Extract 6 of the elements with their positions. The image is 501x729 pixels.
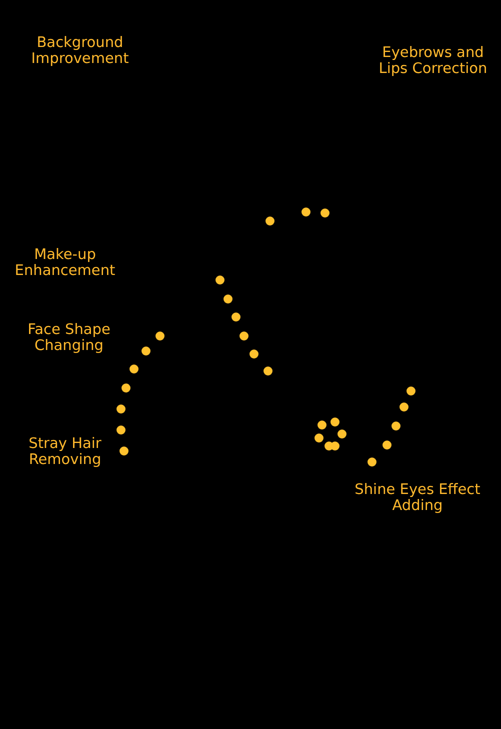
callout-label: Make-up Enhancement xyxy=(14,247,116,279)
callout-label: Eyebrows and Lips Correction xyxy=(378,45,488,77)
callout-label: Face Shape Changing xyxy=(26,322,112,354)
callout-label: Stray Hair Removing xyxy=(28,436,102,468)
callout-label: Shine Eyes Effect Adding xyxy=(354,482,482,514)
callout-label: Background Improvement xyxy=(30,35,130,67)
